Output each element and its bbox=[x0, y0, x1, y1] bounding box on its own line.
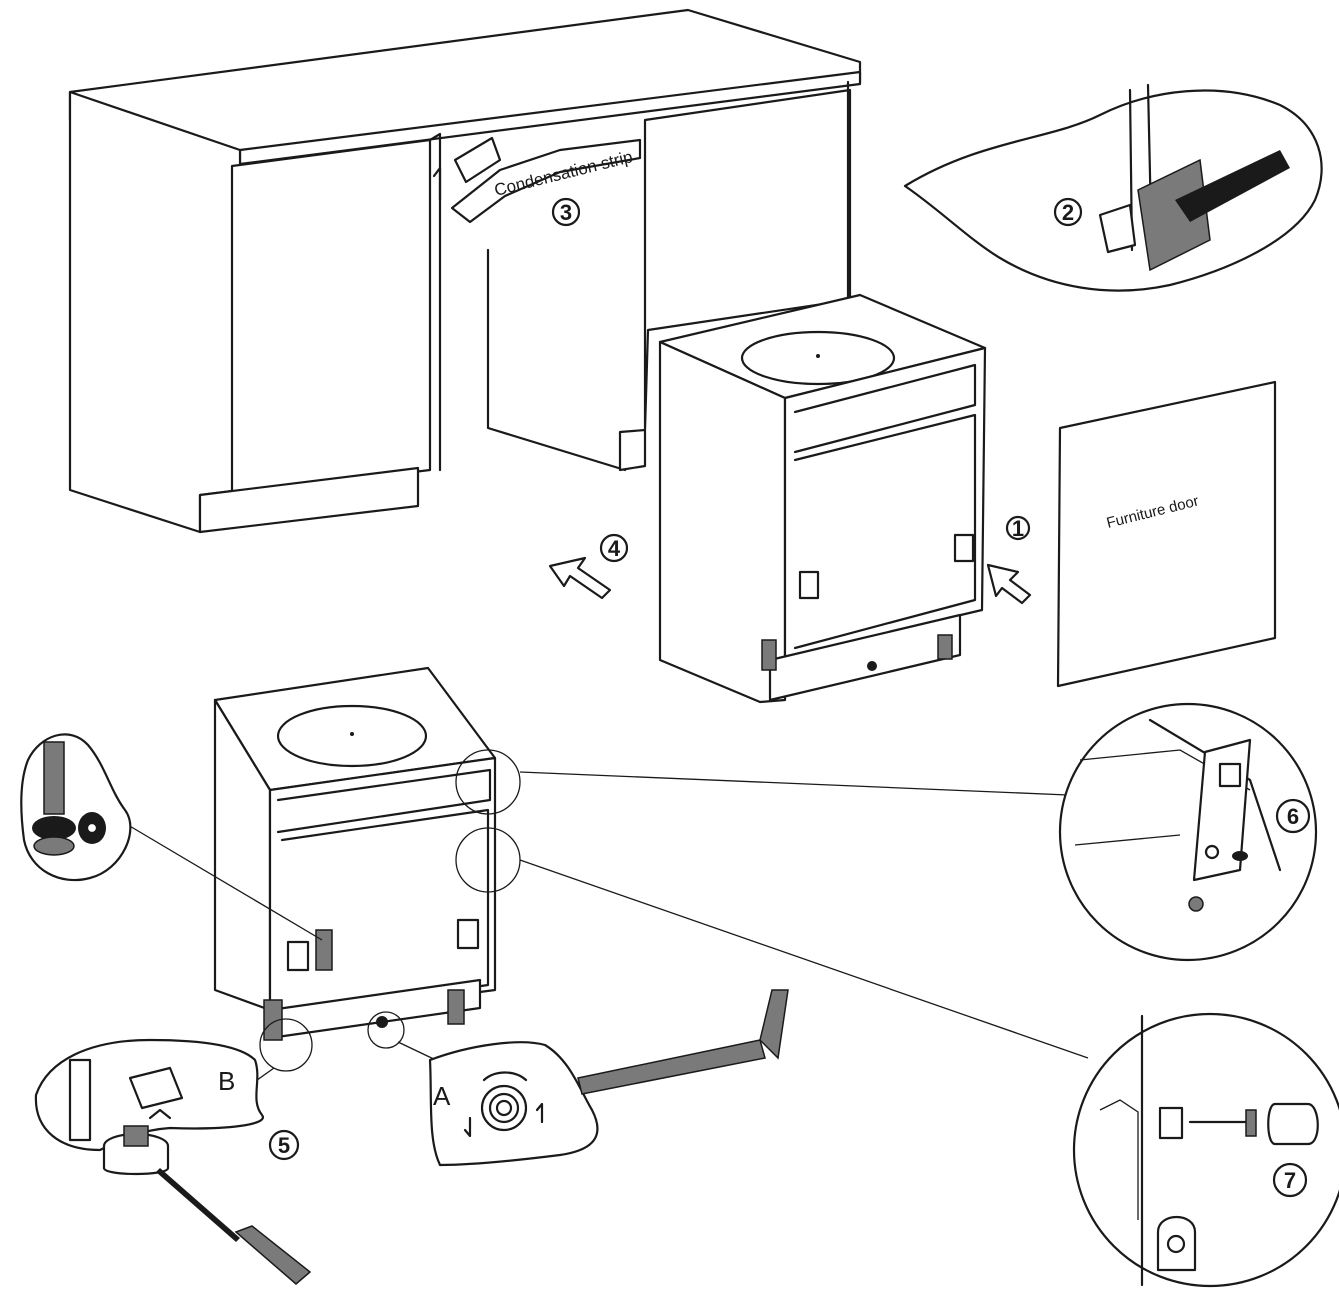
door-bracket-left-upper bbox=[798, 570, 820, 600]
hinge-plate bbox=[1098, 203, 1137, 254]
step-4-circle bbox=[599, 533, 629, 563]
strip-peel-tab bbox=[453, 136, 502, 184]
detail-6-screw bbox=[1188, 896, 1204, 912]
step-3-number: 3 bbox=[560, 200, 572, 225]
up-arrow bbox=[535, 1102, 544, 1124]
foot-bolt-detail bbox=[20, 733, 132, 882]
foot-upper-right bbox=[937, 634, 953, 660]
allen-key-bend bbox=[759, 989, 789, 1060]
step-4-group: 4 bbox=[548, 533, 629, 600]
door-bracket-right-lower bbox=[456, 918, 480, 950]
control-panel-strip bbox=[793, 363, 977, 454]
hinge-detail: 2 bbox=[903, 83, 1323, 292]
detail-7-cap bbox=[1267, 1102, 1319, 1146]
door-outline bbox=[793, 413, 977, 650]
detail-b-plate bbox=[128, 1066, 184, 1110]
detail-7-rail bbox=[1099, 1099, 1139, 1220]
cabinet-left-side bbox=[68, 90, 242, 534]
detail-a: A bbox=[428, 1041, 599, 1167]
detail-b-bolt bbox=[123, 1125, 149, 1147]
screwdriver-shaft bbox=[156, 1168, 240, 1242]
foot-bolt-bubble bbox=[20, 733, 132, 882]
step-6-number: 6 bbox=[1287, 804, 1299, 829]
leader-lines bbox=[127, 771, 1089, 1086]
zoom-circle-6 bbox=[455, 749, 521, 815]
detail-b-up-arrow bbox=[148, 1108, 172, 1120]
condensation-strip-group: Condensation strip 3 bbox=[432, 136, 642, 227]
detail-6: 6 bbox=[1058, 702, 1318, 962]
detail-6-edge bbox=[1148, 718, 1282, 872]
foot-lower-right bbox=[447, 989, 465, 1025]
strip-up-arrow bbox=[432, 166, 442, 202]
detail-6-ledge bbox=[1074, 834, 1181, 846]
left-plinth bbox=[198, 466, 420, 534]
door-bracket-right-upper bbox=[953, 533, 975, 563]
allen-key bbox=[577, 989, 789, 1095]
allen-key-shaft bbox=[577, 1039, 766, 1095]
detail-7-hinge-boss bbox=[1156, 1216, 1197, 1272]
step-2-number: 2 bbox=[1062, 200, 1074, 225]
foot-lower-left bbox=[263, 999, 283, 1041]
top-circle-cover bbox=[740, 330, 896, 386]
step-7-circle bbox=[1272, 1162, 1308, 1198]
furniture-door bbox=[1056, 380, 1277, 688]
hinge-body bbox=[1137, 158, 1211, 272]
step-1-number: 1 bbox=[1012, 516, 1024, 541]
dishwasher-lower bbox=[213, 666, 521, 1072]
detail-b-wheel-side bbox=[102, 1146, 170, 1176]
detail-a-letter: A bbox=[433, 1081, 451, 1111]
step-3-circle bbox=[551, 197, 581, 227]
detail-b: B 5 bbox=[34, 1038, 312, 1285]
detail-7-screw-head bbox=[1245, 1109, 1257, 1137]
furniture-door-group: Furniture door bbox=[1056, 380, 1277, 688]
door-bracket-left-lower bbox=[286, 940, 310, 972]
arrow-4 bbox=[548, 556, 612, 600]
zoom-circle-b bbox=[259, 1018, 313, 1072]
step-4-number: 4 bbox=[608, 536, 621, 561]
detail-6-circle bbox=[1058, 702, 1318, 962]
screwdriver-handle bbox=[234, 1225, 312, 1285]
dishwasher-upper bbox=[658, 293, 987, 704]
adjuster-wheel bbox=[480, 1084, 528, 1132]
niche-back-line bbox=[486, 248, 627, 472]
step-1-group: 1 bbox=[986, 515, 1032, 605]
foot-bolt-nut bbox=[32, 816, 76, 840]
hinge-arm bbox=[1175, 150, 1290, 222]
lower-top-circle bbox=[276, 704, 428, 768]
step-7-number: 7 bbox=[1284, 1168, 1296, 1193]
detail-b-frame bbox=[68, 1058, 92, 1142]
lower-control-strip bbox=[276, 768, 492, 834]
arrow-1 bbox=[986, 563, 1032, 605]
detail-7-circle bbox=[1072, 1012, 1339, 1288]
right-cabinet-door bbox=[618, 88, 852, 472]
foot-bolt-base bbox=[33, 836, 75, 856]
condensation-strip bbox=[450, 138, 642, 224]
hinge-detail-bubble bbox=[903, 89, 1323, 292]
detail-b-letter: B bbox=[218, 1066, 235, 1096]
step-2-circle bbox=[1053, 197, 1083, 227]
foot-upper-left bbox=[761, 639, 777, 671]
step-5-number: 5 bbox=[278, 1133, 290, 1158]
down-arrow bbox=[463, 1116, 472, 1138]
niche-left-wall bbox=[428, 132, 442, 472]
detail-7-plug bbox=[1158, 1106, 1184, 1140]
detail-7: 7 bbox=[1072, 1012, 1339, 1288]
rotation-arrow bbox=[482, 1071, 528, 1082]
left-cabinet-door bbox=[230, 138, 432, 496]
step-6-circle bbox=[1275, 798, 1311, 834]
plinth-upper bbox=[768, 613, 962, 702]
step-1-circle bbox=[1005, 515, 1031, 541]
foot-bolt-thread bbox=[43, 741, 65, 815]
detail-6-bracket-slot bbox=[1218, 762, 1242, 788]
dishwasher-side bbox=[658, 340, 787, 704]
adjuster-bolt-on-unit bbox=[315, 929, 333, 971]
zoom-circle-a bbox=[367, 1011, 405, 1049]
step-5-circle bbox=[268, 1129, 300, 1161]
kitchen-cabinet bbox=[68, 8, 862, 534]
